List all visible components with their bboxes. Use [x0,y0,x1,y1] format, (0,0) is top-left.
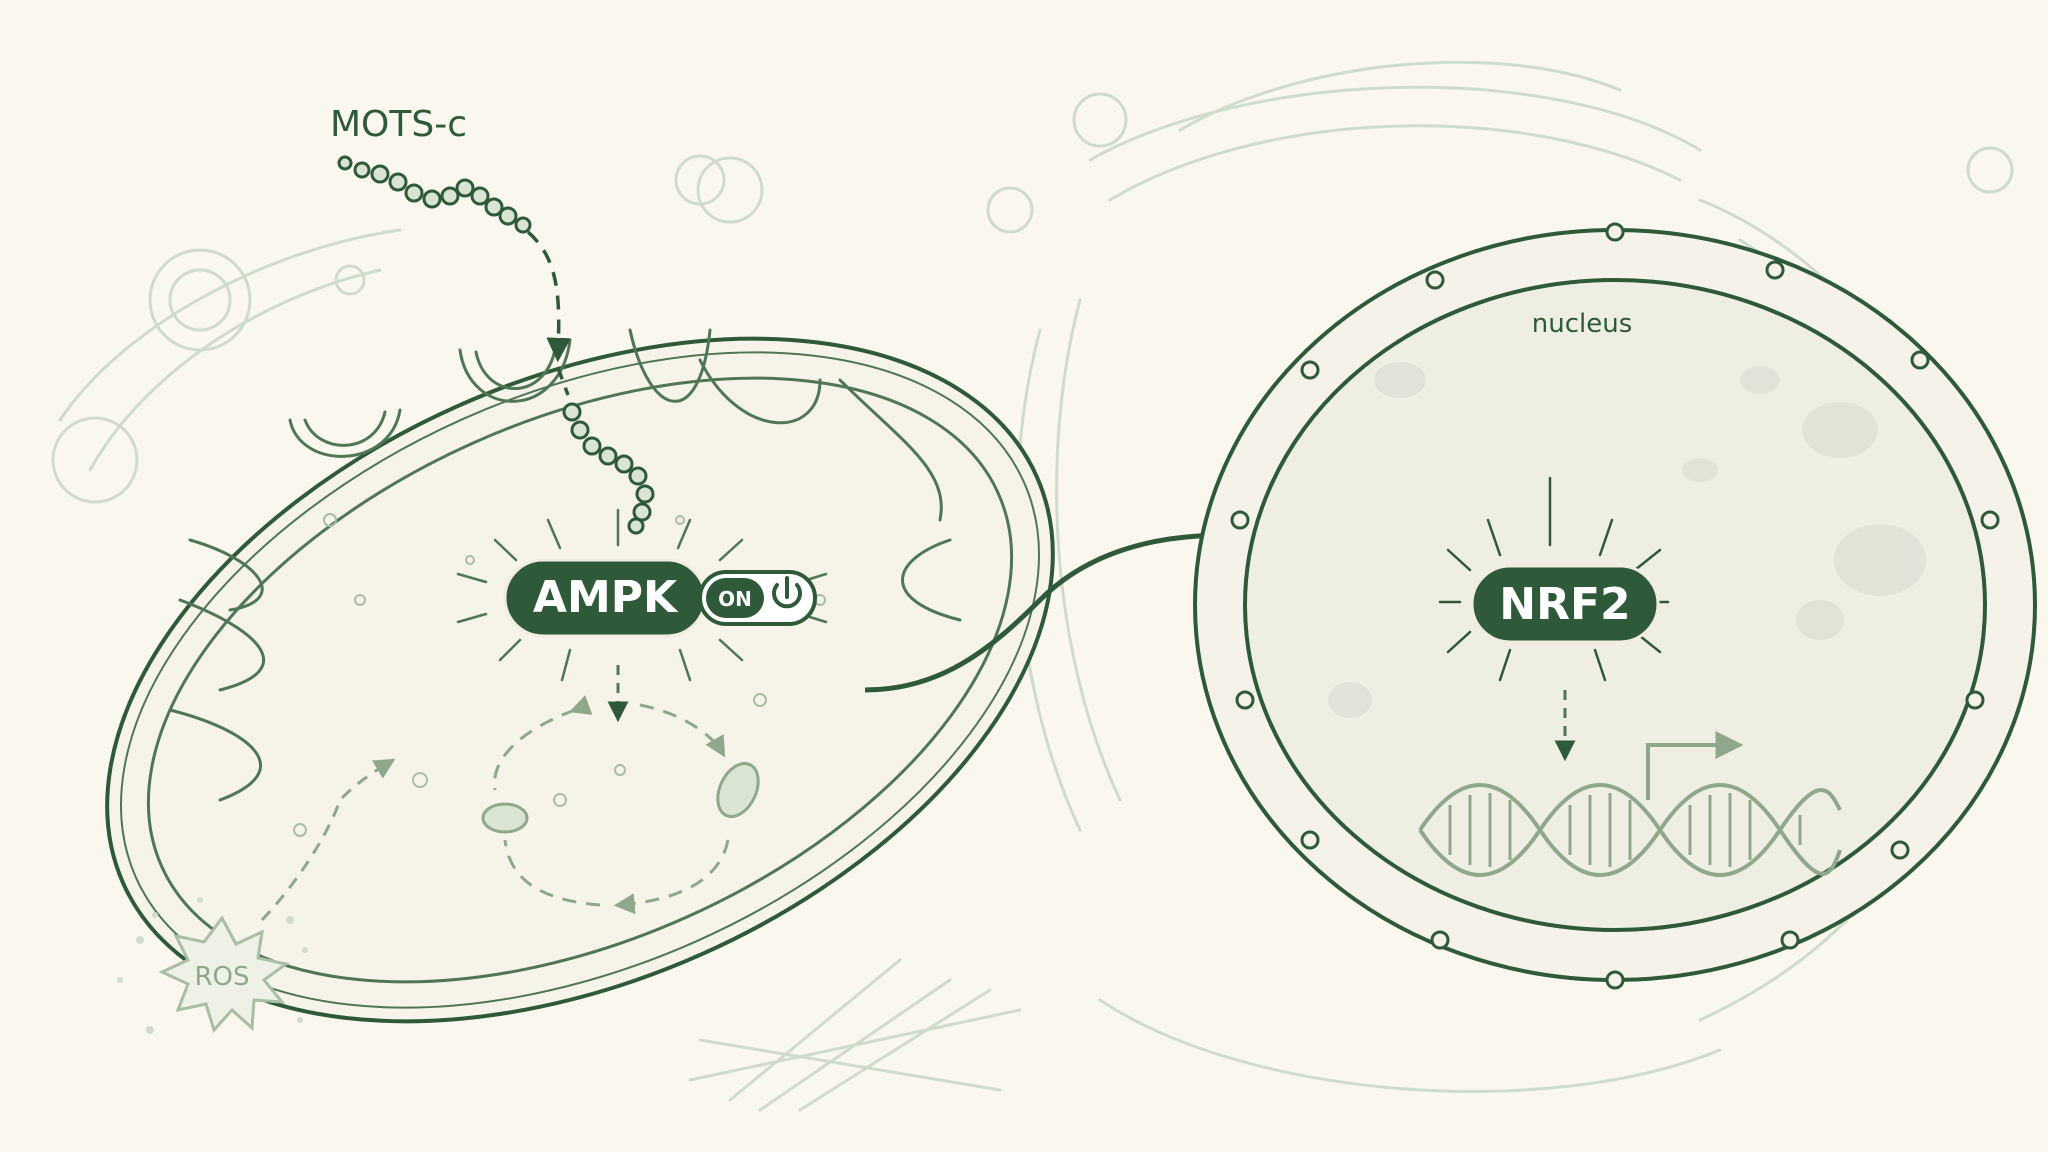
mots-c-peptide [337,155,655,535]
mots-c-label: MOTS-c [330,104,467,145]
mitochondrion [105,328,1055,1024]
ros-arrow [260,758,396,922]
dna-helix-icon [1418,783,1842,877]
mitochondrion-fragment-right [716,762,760,818]
peptide-chain-inner [562,402,655,535]
mots-c-entry-dash [556,367,570,396]
chromatin-texture [1328,362,1926,718]
on-switch-label: ON [718,587,752,611]
mitochondrion-inner-membrane [146,376,1014,984]
mitochondrion-outer-membrane [105,336,1055,1024]
bent-arrow-icon [1646,731,1744,800]
mitochondrion-outer-membrane-2 [120,351,1040,1009]
nrf2-pill [1470,564,1660,644]
peptide-chain-top [337,155,532,234]
ampk-label: AMPK [533,572,679,623]
ros-stressor: ROS [117,758,396,1034]
fission-fusion-cycle [492,695,730,915]
mitochondrion-fragment-left [481,802,529,834]
nucleus-label: nucleus [1532,309,1633,339]
power-icon [772,576,802,609]
ros-dots [117,897,308,1034]
nuclear-pores [1230,222,2000,990]
matrix-granules [293,513,826,837]
on-switch-tab [706,578,764,618]
cristae [168,328,962,802]
ros-burst-icon [158,915,290,1033]
ampk-node: AMPK ON [456,508,828,682]
mots-c-arrow [526,230,571,363]
nrf2-label: NRF2 [1499,579,1630,630]
ros-label: ROS [194,962,249,992]
nucleus: nucleus NRF2 [1193,222,2037,990]
